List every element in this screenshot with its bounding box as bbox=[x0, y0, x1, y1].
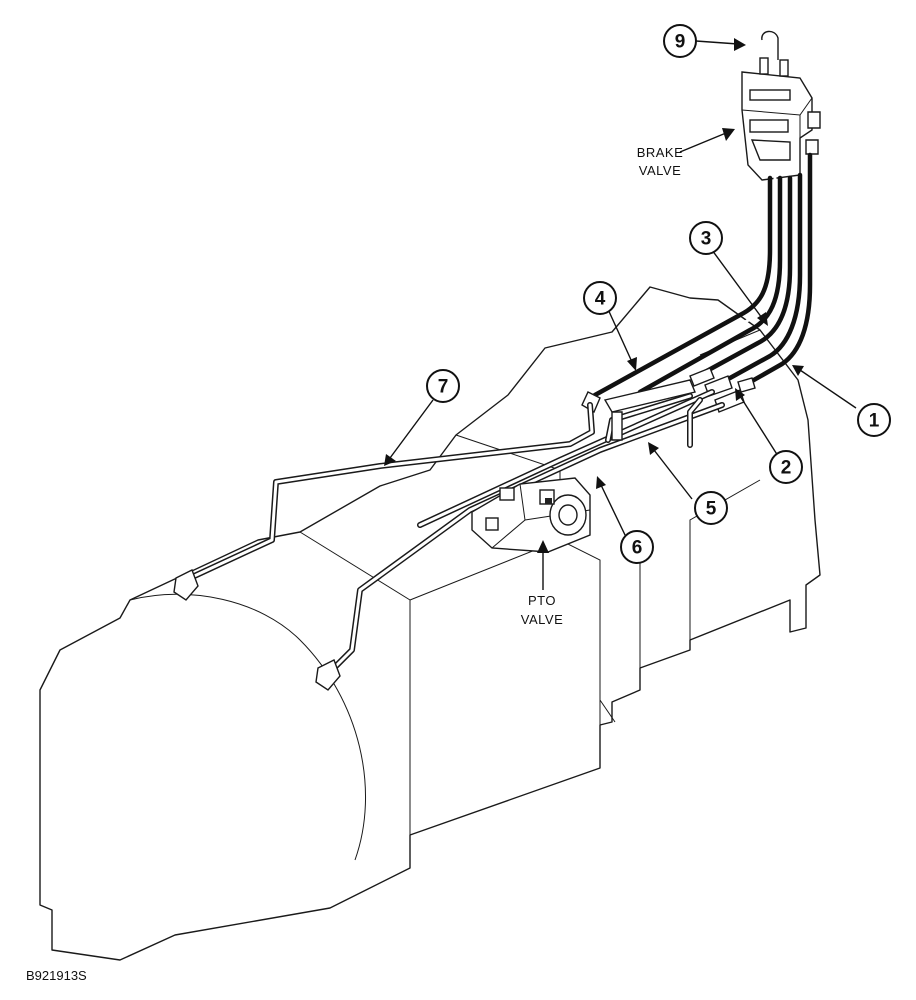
hoses-group bbox=[592, 152, 813, 398]
callout-2: 2 bbox=[769, 450, 803, 484]
callout-9: 9 bbox=[663, 24, 697, 58]
steel-tubes bbox=[187, 389, 725, 675]
callout-5-number: 5 bbox=[706, 499, 717, 520]
pto-valve bbox=[471, 477, 591, 553]
callout-9-number: 9 bbox=[675, 32, 686, 53]
callout-1-number: 1 bbox=[869, 411, 880, 432]
pto-valve-label-line1: PTO bbox=[528, 593, 556, 608]
tube-bracket bbox=[603, 379, 696, 441]
callout-3-number: 3 bbox=[701, 229, 712, 250]
callout-3: 3 bbox=[689, 221, 723, 255]
leader-lines bbox=[384, 38, 857, 590]
transmission-housing bbox=[39, 286, 821, 961]
figure-id: B921913S bbox=[26, 968, 87, 983]
callout-1: 1 bbox=[857, 403, 891, 437]
brake-valve-label-line1: BRAKE bbox=[637, 145, 684, 160]
callout-7: 7 bbox=[426, 369, 460, 403]
callout-6: 6 bbox=[620, 530, 654, 564]
elbow-fittings bbox=[173, 569, 341, 691]
callout-5: 5 bbox=[694, 491, 728, 525]
callout-2-number: 2 bbox=[781, 458, 792, 479]
callout-6-number: 6 bbox=[632, 538, 643, 559]
callout-4: 4 bbox=[583, 281, 617, 315]
pto-valve-label-line2: VALVE bbox=[521, 612, 563, 627]
brake-valve bbox=[741, 30, 821, 181]
callout-4-number: 4 bbox=[595, 289, 606, 310]
brake-valve-label-line2: VALVE bbox=[639, 163, 681, 178]
callout-7-number: 7 bbox=[438, 377, 449, 398]
